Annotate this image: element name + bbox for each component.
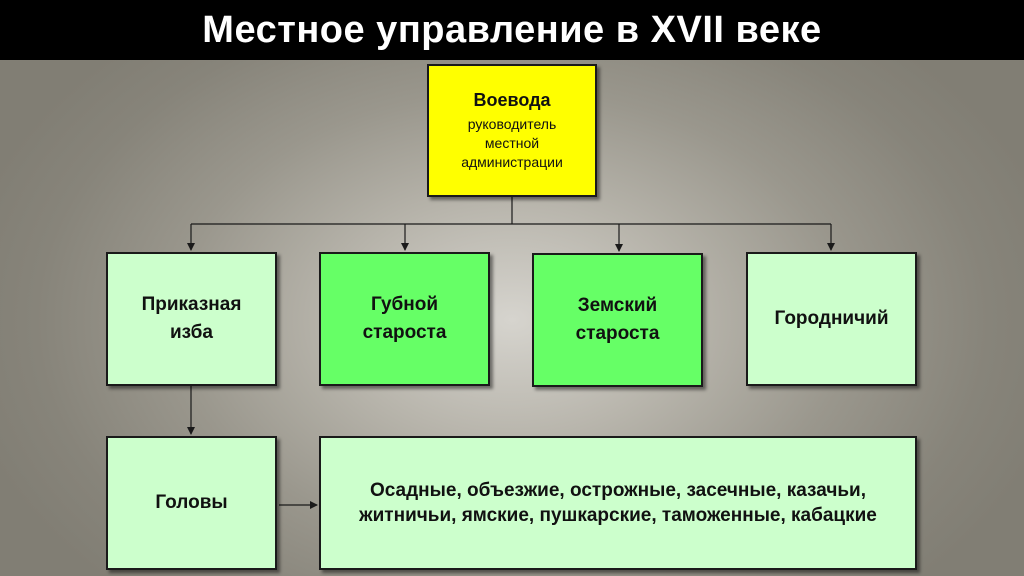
gubnoy-starosta-box: Губной староста [319,252,490,386]
gorodnichy-box: Городничий [746,252,917,386]
gubnoy-starosta-label: Губной староста [362,294,447,343]
golovy-kinds-label: Осадные, объезжие, острожные, засечные, … [359,480,877,526]
golovy-kinds-box: Осадные, объезжие, острожные, засечные, … [319,436,917,570]
slide-title: Местное управление в XVII веке [0,0,1024,60]
zemsky-starosta-label: Земский староста [575,295,660,344]
voevoda-description: руководитель местной администрации [461,115,563,170]
gorodnichy-label: Городничий [774,308,889,329]
prikaznaya-izba-label: Приказная изба [141,294,242,343]
voevoda-box: Воевода руководитель местной администрац… [427,64,597,197]
zemsky-starosta-box: Земский староста [532,253,703,387]
golovy-label: Головы [155,492,228,513]
prikaznaya-izba-box: Приказная изба [106,252,277,386]
golovy-box: Головы [106,436,277,570]
voevoda-title: Воевода [473,89,551,110]
